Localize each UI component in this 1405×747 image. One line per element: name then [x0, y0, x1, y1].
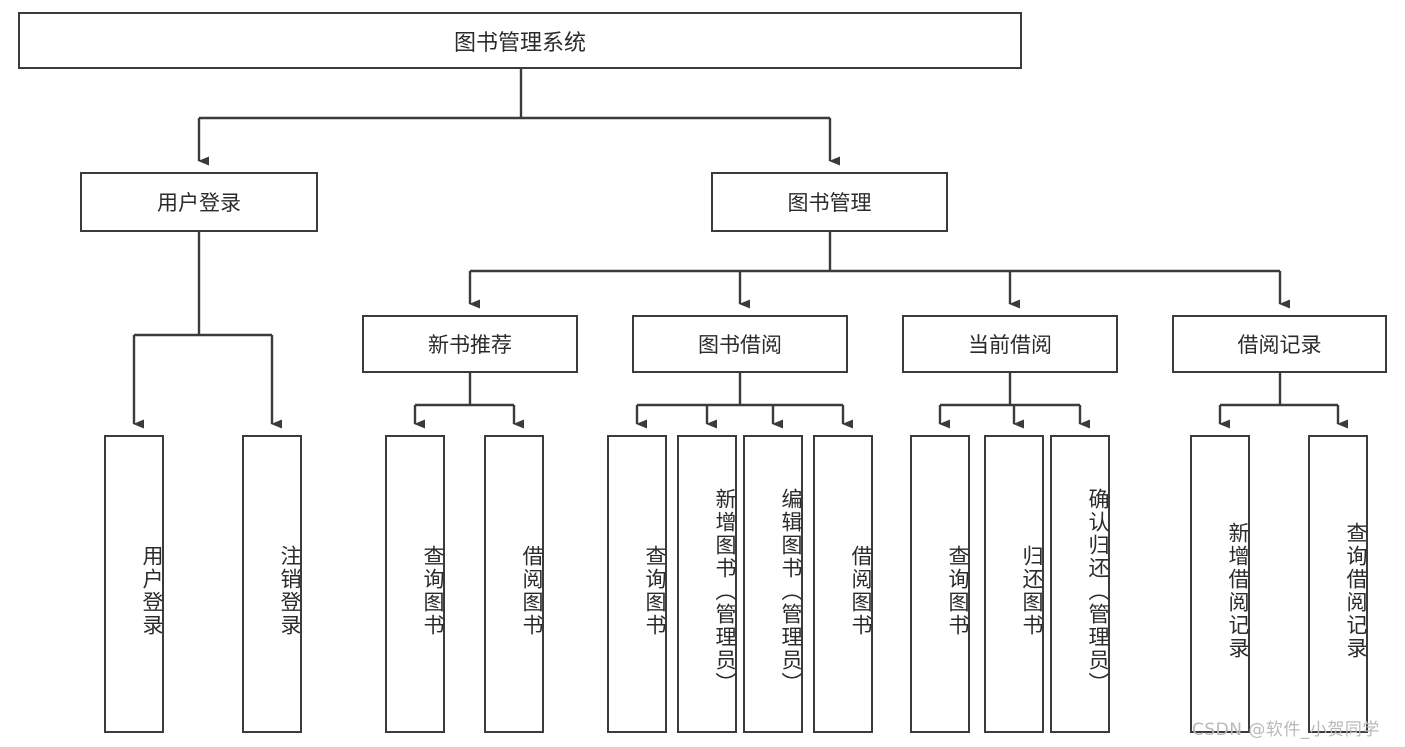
- node-leaf-edit-book-label: 编辑图书（管理员）: [779, 487, 803, 695]
- node-leaf-logout[interactable]: 注销登录: [242, 435, 302, 733]
- node-leaf-borrow-book-1[interactable]: 借阅图书: [484, 435, 544, 733]
- node-leaf-query-book-2[interactable]: 查询图书: [607, 435, 667, 733]
- node-leaf-add-book-label: 新增图书（管理员）: [713, 487, 737, 695]
- node-leaf-query-record-label: 查询借阅记录: [1344, 522, 1368, 660]
- node-leaf-query-book-1[interactable]: 查询图书: [385, 435, 445, 733]
- node-borrow-record-label: 借阅记录: [1237, 333, 1322, 357]
- node-current-borrow-label: 当前借阅: [968, 333, 1052, 357]
- node-new-book-rec[interactable]: 新书推荐: [362, 315, 578, 373]
- node-leaf-logout-label: 注销登录: [278, 545, 302, 637]
- node-leaf-borrow-book-2[interactable]: 借阅图书: [813, 435, 873, 733]
- node-leaf-edit-book[interactable]: 编辑图书（管理员）: [743, 435, 803, 733]
- node-leaf-add-record[interactable]: 新增借阅记录: [1190, 435, 1250, 733]
- node-current-borrow[interactable]: 当前借阅: [902, 315, 1118, 373]
- node-root[interactable]: 图书管理系统: [18, 12, 1022, 69]
- node-leaf-return-book-label: 归还图书: [1020, 545, 1044, 637]
- node-leaf-add-book[interactable]: 新增图书（管理员）: [677, 435, 737, 733]
- node-borrow-record[interactable]: 借阅记录: [1172, 315, 1387, 373]
- csdn-watermark: CSDN @软件_小贺同学: [1192, 720, 1380, 740]
- node-root-label: 图书管理系统: [453, 30, 586, 56]
- node-book-manage-label: 图书管理: [787, 191, 872, 215]
- node-leaf-borrow-book-2-label: 借阅图书: [849, 545, 873, 637]
- node-book-manage[interactable]: 图书管理: [711, 172, 948, 232]
- node-leaf-confirm-return[interactable]: 确认归还（管理员）: [1050, 435, 1110, 733]
- node-new-book-rec-label: 新书推荐: [428, 333, 512, 357]
- node-leaf-query-book-3-label: 查询图书: [946, 545, 970, 637]
- node-user-login-label: 用户登录: [157, 191, 241, 215]
- node-leaf-borrow-book-1-label: 借阅图书: [520, 545, 544, 637]
- node-leaf-query-book-2-label: 查询图书: [643, 545, 667, 637]
- node-leaf-confirm-return-label: 确认归还（管理员）: [1086, 487, 1110, 695]
- node-leaf-add-record-label: 新增借阅记录: [1226, 522, 1250, 660]
- node-leaf-user-login-label: 用户登录: [140, 545, 164, 637]
- node-user-login[interactable]: 用户登录: [80, 172, 318, 232]
- node-leaf-return-book[interactable]: 归还图书: [984, 435, 1044, 733]
- node-leaf-query-book-1-label: 查询图书: [421, 545, 445, 637]
- node-book-borrow[interactable]: 图书借阅: [632, 315, 848, 373]
- node-leaf-query-record[interactable]: 查询借阅记录: [1308, 435, 1368, 733]
- node-book-borrow-label: 图书借阅: [698, 333, 782, 357]
- node-leaf-user-login[interactable]: 用户登录: [104, 435, 164, 733]
- node-leaf-query-book-3[interactable]: 查询图书: [910, 435, 970, 733]
